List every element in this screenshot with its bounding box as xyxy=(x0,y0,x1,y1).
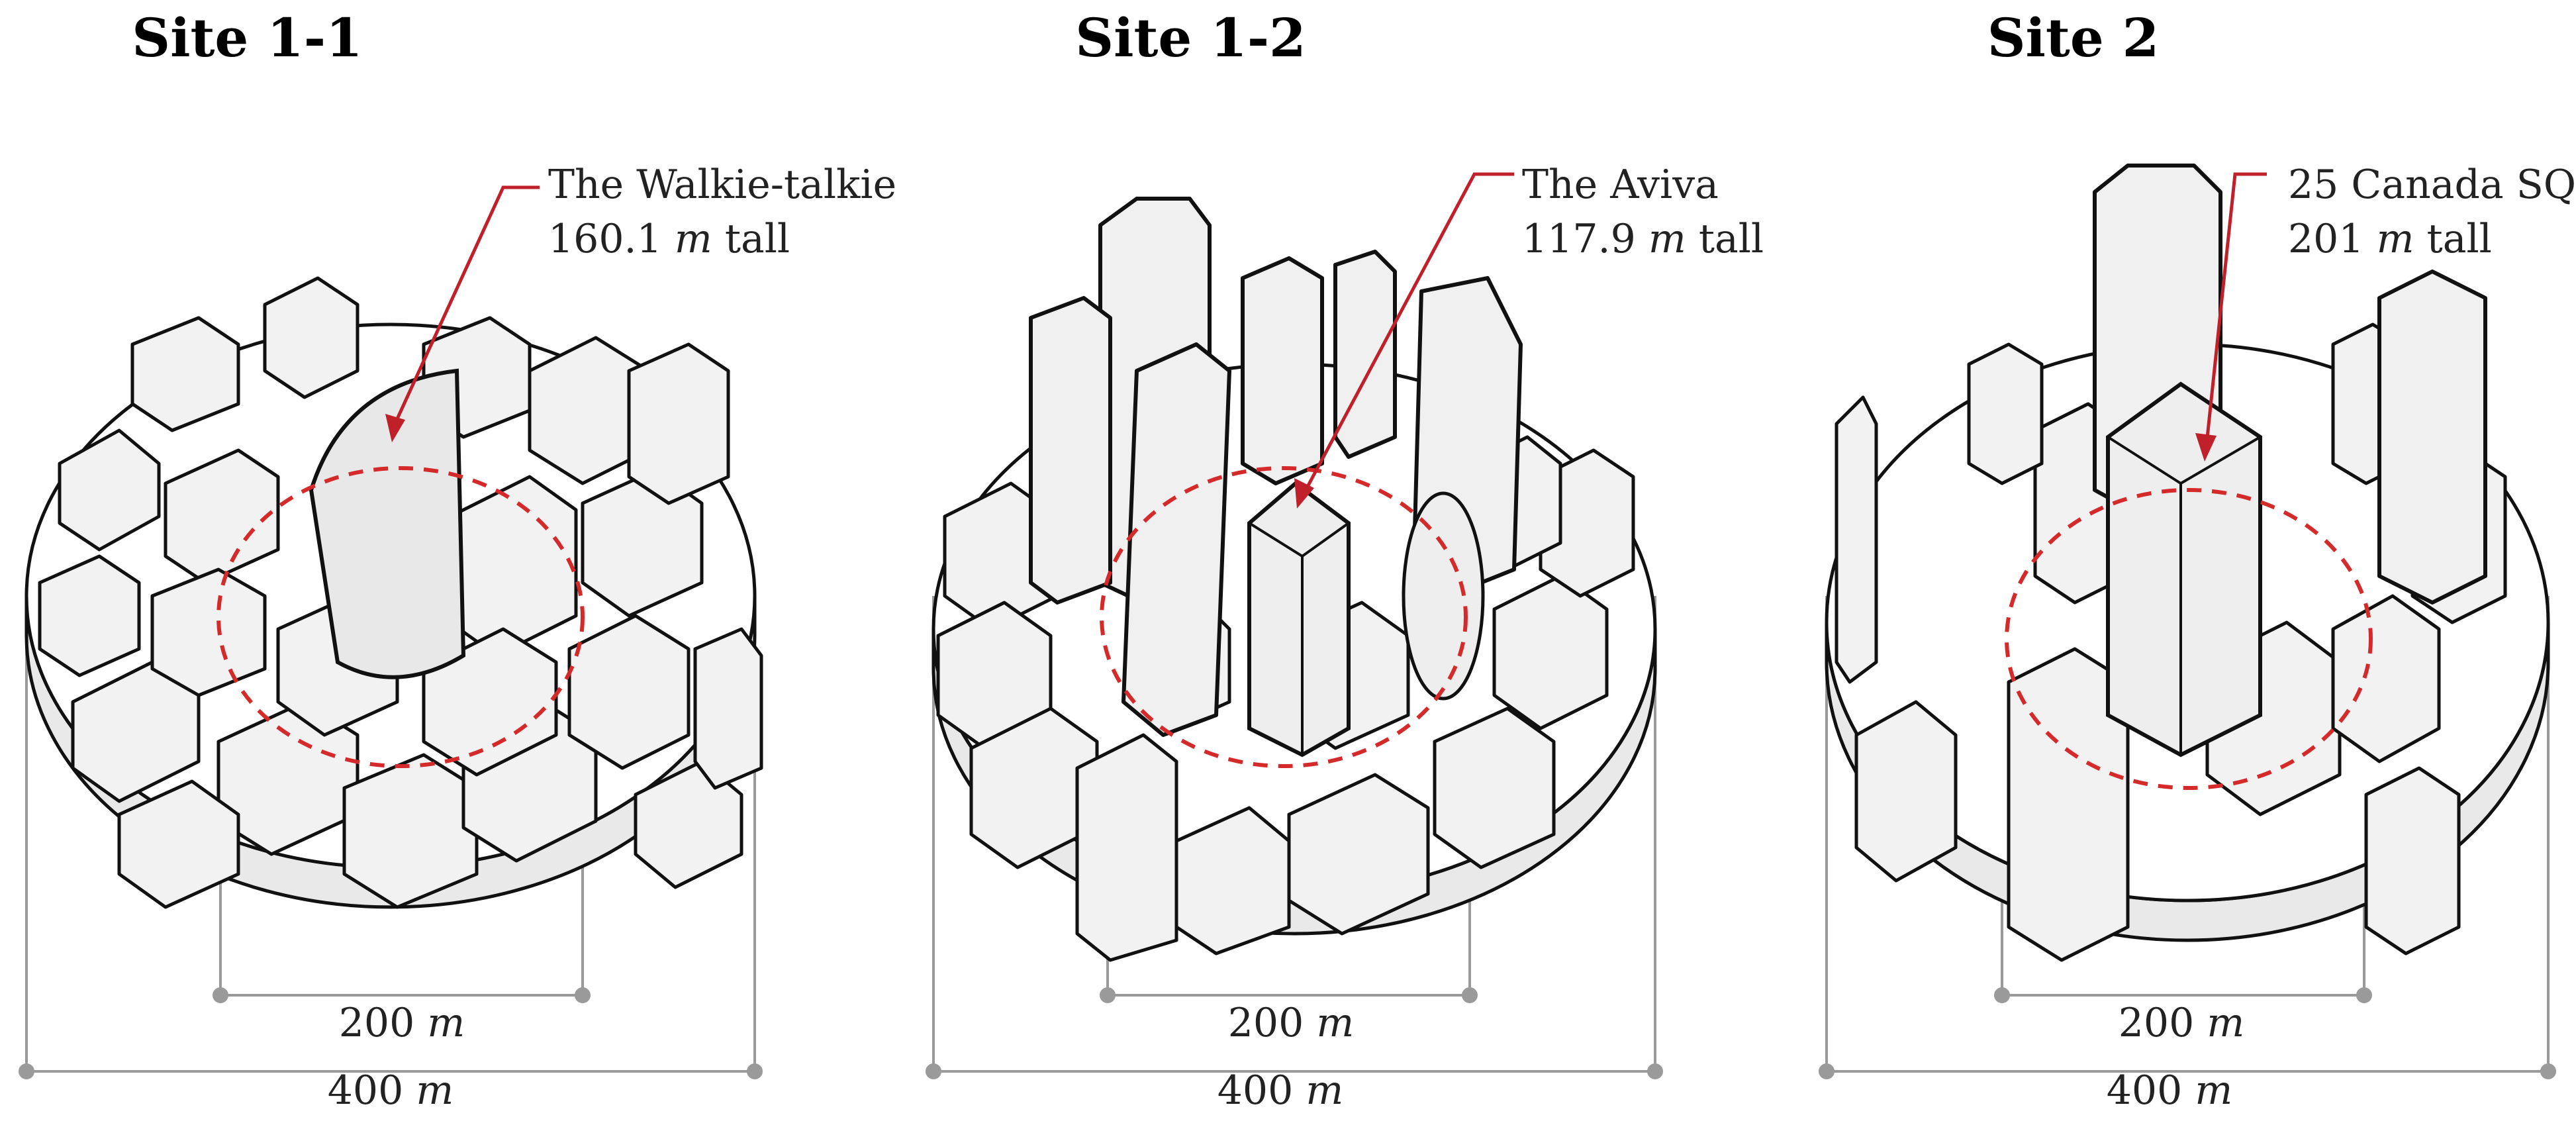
outer-dimension-label: 400 m xyxy=(324,1067,457,1114)
building-callout: The Aviva 117.9 m tall xyxy=(1522,158,1764,266)
site-panel-2: Site 2 25 Canada SQ 201 m tall 200 m 400… xyxy=(1717,0,2576,1125)
inner-unit: m xyxy=(1316,1000,1355,1046)
canada-square-tower xyxy=(2106,381,2262,758)
walkie-talkie-tower xyxy=(309,368,466,679)
inner-value: 200 xyxy=(1227,1000,1304,1046)
outer-value: 400 xyxy=(2106,1067,2183,1114)
height-suffix: tall xyxy=(2426,216,2492,262)
inner-dimension-label: 200 m xyxy=(2115,1000,2248,1046)
outer-value: 400 xyxy=(1217,1067,1294,1114)
height-value: 160.1 xyxy=(548,216,662,262)
height-suffix: tall xyxy=(724,216,790,262)
outer-dimension-label: 400 m xyxy=(2103,1067,2236,1114)
inner-value: 200 xyxy=(2118,1000,2195,1046)
building-name: The Aviva xyxy=(1522,162,1719,208)
inner-dimension-label: 200 m xyxy=(336,1000,468,1046)
dashed-200m-circle xyxy=(1100,466,1468,768)
building-name: 25 Canada SQ xyxy=(2288,162,2576,208)
dashed-200m-circle xyxy=(2005,488,2373,790)
outer-unit: m xyxy=(2195,1067,2233,1114)
site-title: Site 1-2 xyxy=(1075,7,1306,69)
site-title: Site 1-1 xyxy=(132,7,363,69)
site-1-1-illustration xyxy=(19,185,763,1079)
height-unit: m xyxy=(2376,216,2414,262)
site-panel-1-2: Site 1-2 The Aviva 117.9 m tall 200 m 40… xyxy=(859,0,1764,1125)
tall-towers xyxy=(1029,197,1523,737)
outer-unit: m xyxy=(1306,1067,1344,1114)
site-title: Site 2 xyxy=(1987,7,2160,69)
height-value: 201 xyxy=(2288,216,2364,262)
building-callout: The Walkie-talkie 160.1 m tall xyxy=(548,158,896,266)
inner-unit: m xyxy=(427,1000,465,1046)
height-value: 117.9 xyxy=(1522,216,1636,262)
height-suffix: tall xyxy=(1698,216,1764,262)
inner-unit: m xyxy=(2207,1000,2245,1046)
outer-unit: m xyxy=(416,1067,454,1114)
outer-dimension-label: 400 m xyxy=(1214,1067,1347,1114)
site-2-illustration xyxy=(1819,164,2556,1079)
callout-pointer xyxy=(385,185,540,442)
site-1-2-illustration xyxy=(926,172,1663,1079)
height-unit: m xyxy=(1648,216,1686,262)
surrounding-buildings xyxy=(38,276,763,909)
dashed-200m-circle xyxy=(216,466,585,768)
outer-value: 400 xyxy=(327,1067,404,1114)
gherkin-tower xyxy=(1402,491,1485,701)
site-panel-1-1: Site 1-1 The Walkie-talkie 160.1 m tall … xyxy=(0,0,896,1125)
inner-dimension-label: 200 m xyxy=(1225,1000,1357,1046)
building-height: 201 m tall xyxy=(2288,212,2576,266)
building-height: 117.9 m tall xyxy=(1522,212,1764,266)
inner-value: 200 xyxy=(338,1000,415,1046)
callout-pointer xyxy=(1294,172,1514,509)
callout-pointer xyxy=(2195,172,2267,462)
aviva-tower xyxy=(1247,481,1351,758)
building-name: The Walkie-talkie xyxy=(548,162,897,208)
height-unit: m xyxy=(674,216,712,262)
building-callout: 25 Canada SQ 201 m tall xyxy=(2288,158,2576,266)
building-height: 160.1 m tall xyxy=(548,212,896,266)
